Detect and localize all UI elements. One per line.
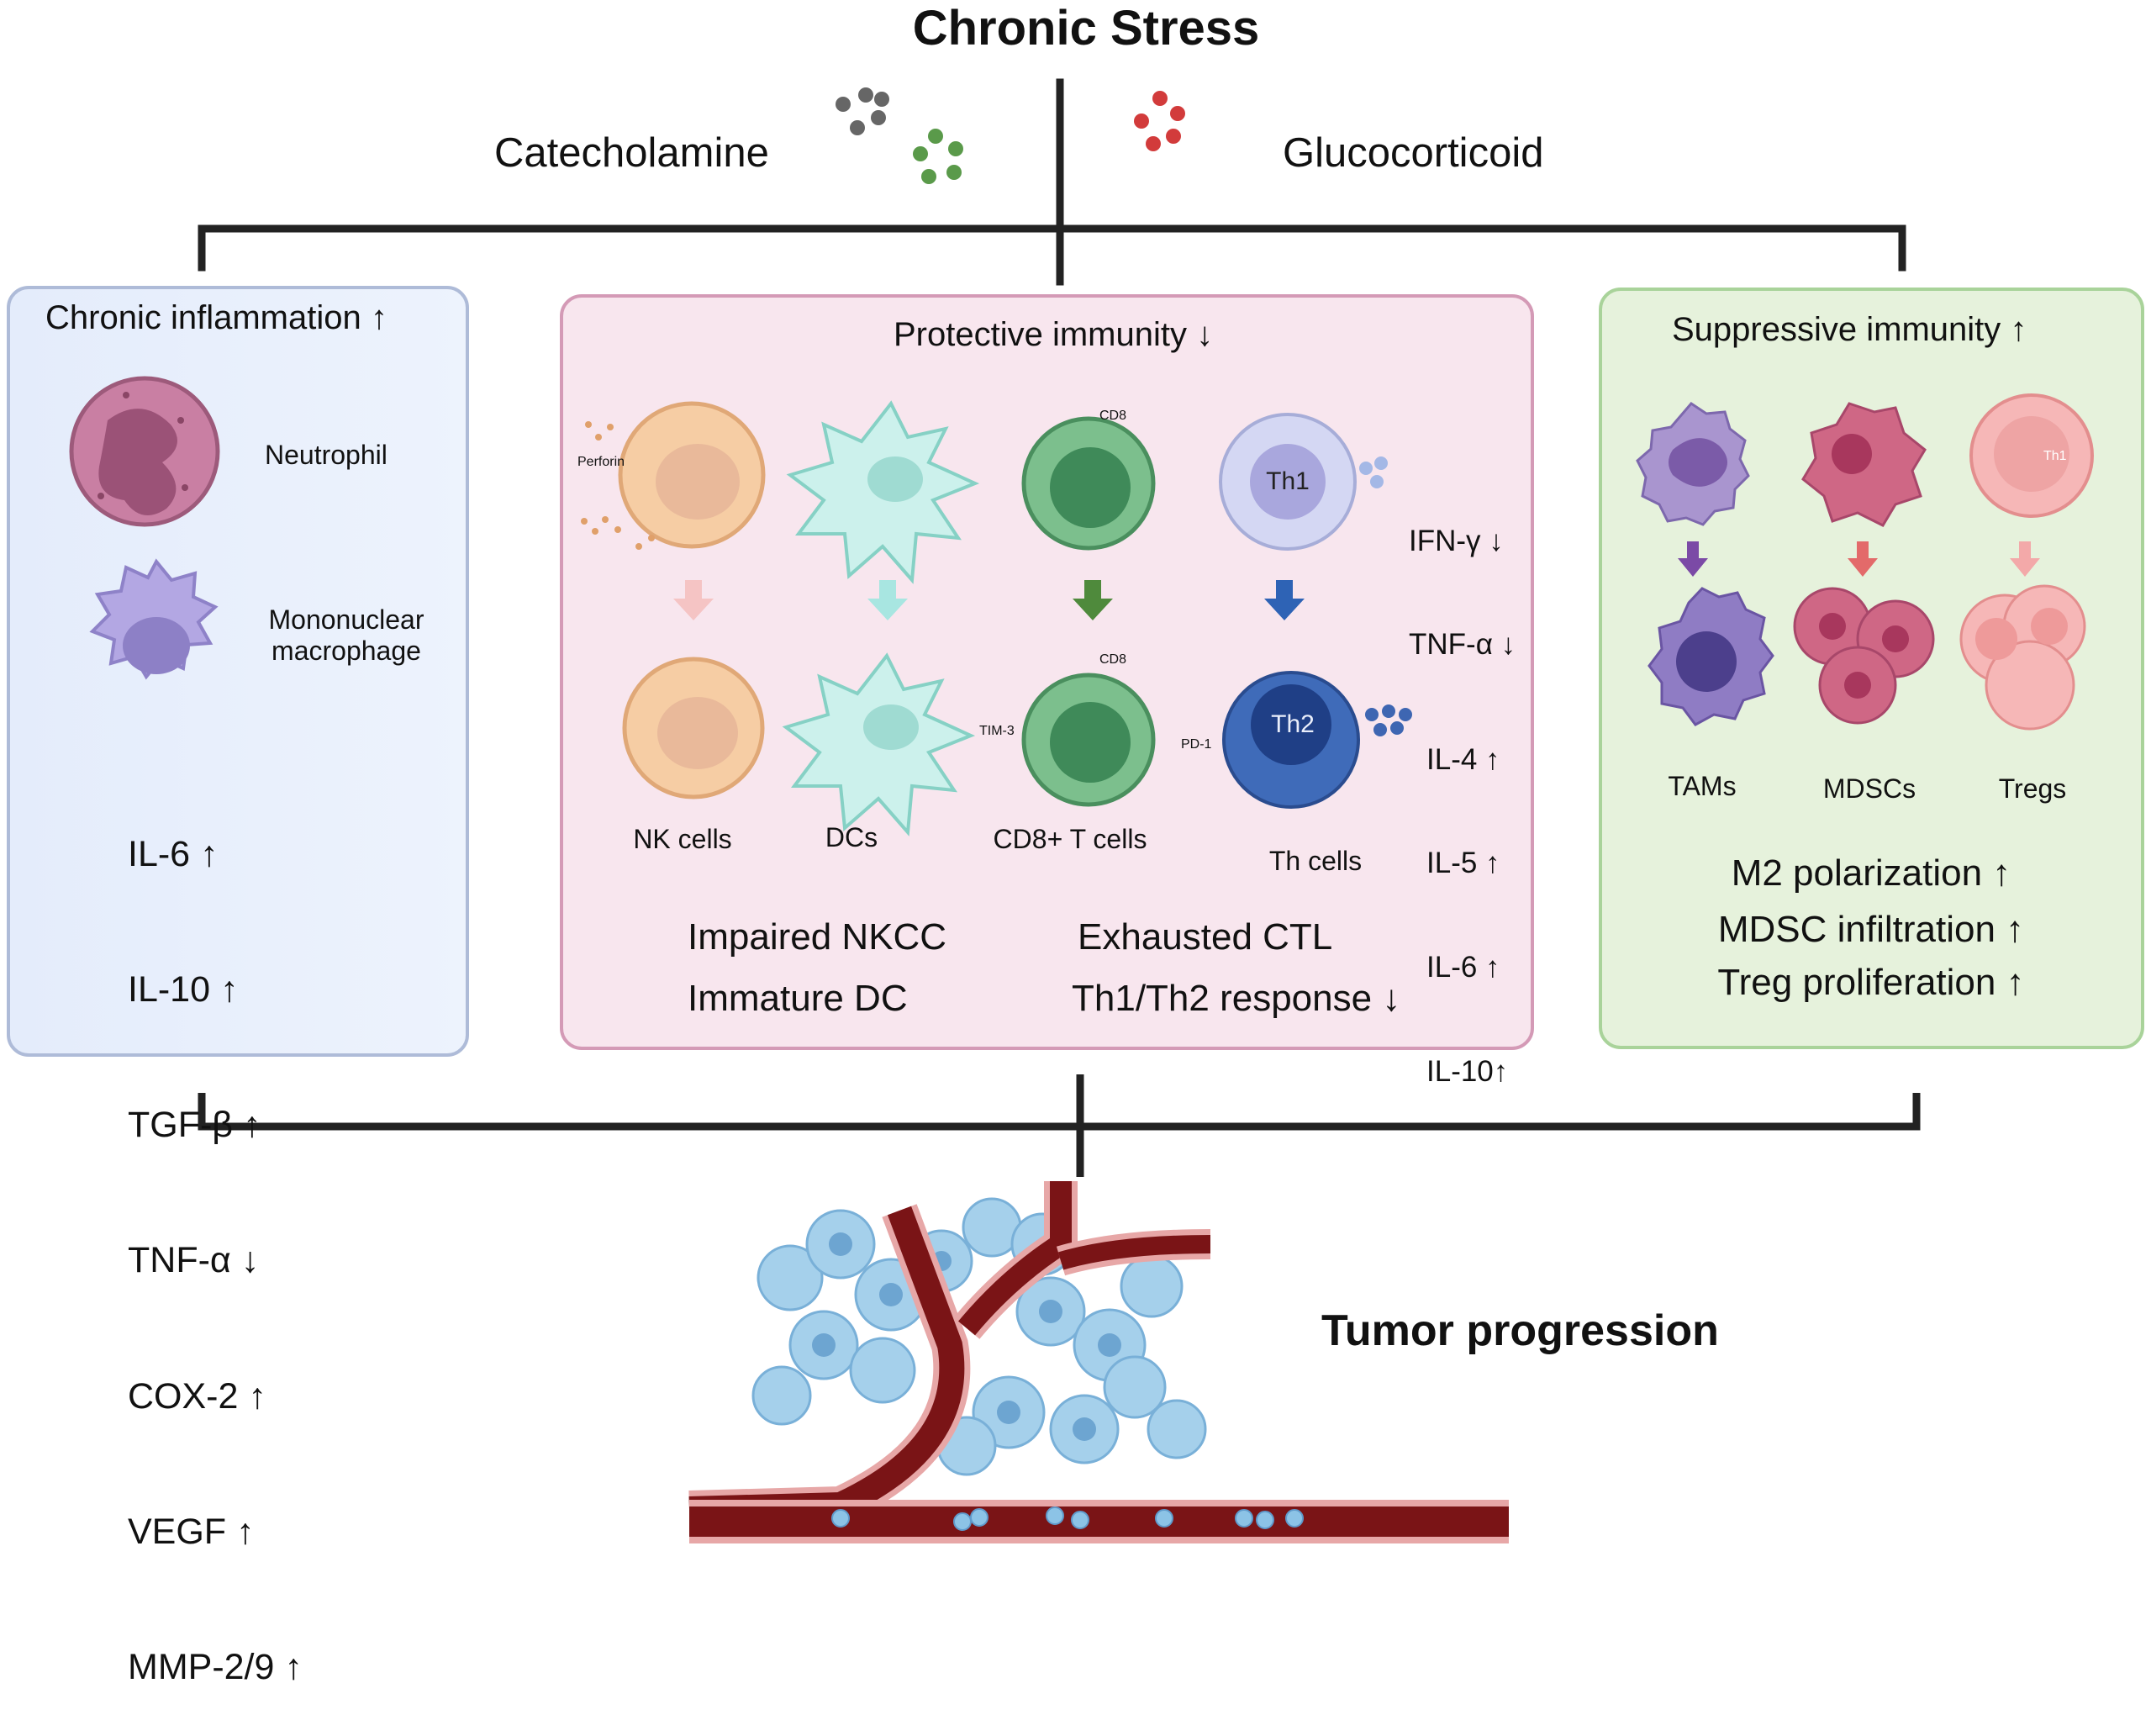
cytokine-item: COX-2 ↑ — [128, 1375, 266, 1417]
outcome-impaired-nkcc: Impaired NKCC — [688, 916, 947, 958]
outcome-mdsc-infiltration: MDSC infiltration ↑ — [1717, 909, 2025, 950]
tregs-label: Tregs — [1998, 773, 2067, 804]
diagram-canvas — [7, 78, 2144, 1543]
dc-cell-bottom — [782, 652, 976, 836]
tam-cell — [1648, 587, 1774, 726]
mdsc-arrow — [1848, 541, 1878, 577]
macrophage-label: Mononuclear macrophage — [268, 604, 424, 666]
cytokine-item: IL-4 ↑ — [1426, 742, 1500, 776]
th1-cytokine-dots — [1359, 456, 1388, 488]
outcome-immature-dc: Immature DC — [688, 978, 908, 1019]
tumor-progression-label: Tumor progression — [1321, 1306, 1719, 1355]
cytokine-item: IL-5 ↑ — [1426, 847, 1500, 880]
mdsc-cluster — [1793, 587, 1935, 725]
cytokine-item: IL-6 ↑ — [128, 833, 219, 874]
right-panel-header: Suppressive immunity ↑ — [1672, 311, 2027, 348]
th1-cytokine-list: IFN-γ ↓ TNF-α ↓ — [1409, 454, 1516, 697]
bottom-connector — [198, 1074, 1921, 1177]
cd8-t-cell-top — [1021, 416, 1156, 551]
th2-cytokine-list: IL-4 ↑ IL-5 ↑ IL-6 ↑ IL-10↑ — [1426, 673, 1508, 1124]
blood-vessels — [688, 1181, 1509, 1543]
cytokine-item: IL-10↑ — [1426, 1055, 1509, 1089]
perforin-granules — [581, 421, 655, 550]
outcome-exhausted-ctl: Exhausted CTL — [1078, 916, 1333, 958]
neutrophil-cell — [69, 376, 220, 527]
nk-cells-label: NK cells — [633, 824, 732, 854]
glucocorticoid-red-dots — [1134, 91, 1185, 151]
dc-arrow — [867, 580, 908, 620]
tim3-label: TIM-3 — [979, 724, 1015, 738]
th1-cell-label: Th1 — [1266, 467, 1310, 495]
treg-cluster — [1959, 584, 2086, 731]
dc-cell-top — [786, 400, 980, 584]
cytokine-item: MMP-2/9 ↑ — [128, 1647, 303, 1687]
catecholamine-gray-dots — [836, 87, 889, 135]
mdsc-precursor-cell — [1801, 402, 1927, 527]
cytokine-item: IL-10 ↑ — [128, 968, 239, 1010]
pd1-label: PD-1 — [1181, 737, 1212, 752]
nk-cell-top — [618, 401, 766, 549]
treg-mark-label: Th1 — [2043, 449, 2067, 463]
middle-panel-header: Protective immunity ↓ — [894, 316, 1214, 353]
th-arrow — [1264, 580, 1305, 620]
th1-cell — [1219, 413, 1357, 551]
nk-arrow — [673, 580, 714, 620]
cd8-arrow — [1073, 580, 1113, 620]
tams-label: TAMs — [1668, 771, 1737, 801]
neutrophil-label: Neutrophil — [265, 440, 387, 470]
left-panel-header: Chronic inflammation ↑ — [45, 299, 387, 336]
cd8-t-cell-bottom — [1021, 673, 1156, 807]
circulating-tumor-cells — [831, 1506, 1304, 1531]
th2-cytokine-dots — [1365, 704, 1412, 736]
th-cells-label: Th cells — [1268, 846, 1363, 876]
cytokine-item: TGF-β ↑ — [128, 1105, 261, 1145]
cytokine-item: TNF-α ↓ — [1409, 628, 1516, 662]
outcome-treg-proliferation: Treg proliferation ↑ — [1717, 962, 2025, 1003]
dcs-label: DCs — [825, 822, 878, 852]
tam-arrow — [1678, 541, 1708, 577]
outcome-th1-th2-response: Th1/Th2 response ↓ — [1072, 978, 1401, 1019]
th2-cell-label: Th2 — [1271, 710, 1315, 738]
treg-arrow — [2010, 541, 2040, 577]
th2-cell — [1222, 671, 1360, 809]
cytokine-item: IFN-γ ↓ — [1409, 524, 1504, 557]
glucocorticoid-label: Glucocorticoid — [1283, 130, 1544, 176]
page-title: Chronic Stress — [912, 1, 1260, 55]
mdscs-label: MDSCs — [1822, 773, 1916, 804]
macrophage-cell — [89, 558, 219, 680]
treg-precursor-cell — [1969, 393, 2094, 518]
cytokine-item: IL-6 ↑ — [1426, 951, 1500, 984]
top-connector — [198, 78, 1906, 286]
cytokine-item: TNF-α ↓ — [128, 1240, 260, 1281]
catecholamine-green-dots — [913, 129, 963, 184]
cd8-t-cells-label: CD8+ T cells — [993, 824, 1147, 854]
cd8-bottom-label: CD8 — [1099, 652, 1127, 667]
catecholamine-label: Catecholamine — [494, 130, 769, 176]
perforin-label: Perforin — [577, 455, 625, 469]
outcome-m2-polarization: M2 polarization ↑ — [1731, 852, 2011, 894]
tam-precursor-cell — [1636, 402, 1750, 526]
cd8-top-label: CD8 — [1099, 409, 1127, 423]
left-cytokine-list: IL-6 ↑ IL-10 ↑ TGF-β ↑ TNF-α ↓ COX-2 ↑ V… — [128, 741, 303, 1736]
nk-cell-bottom — [622, 657, 765, 799]
cytokine-item: VEGF ↑ — [128, 1511, 255, 1552]
